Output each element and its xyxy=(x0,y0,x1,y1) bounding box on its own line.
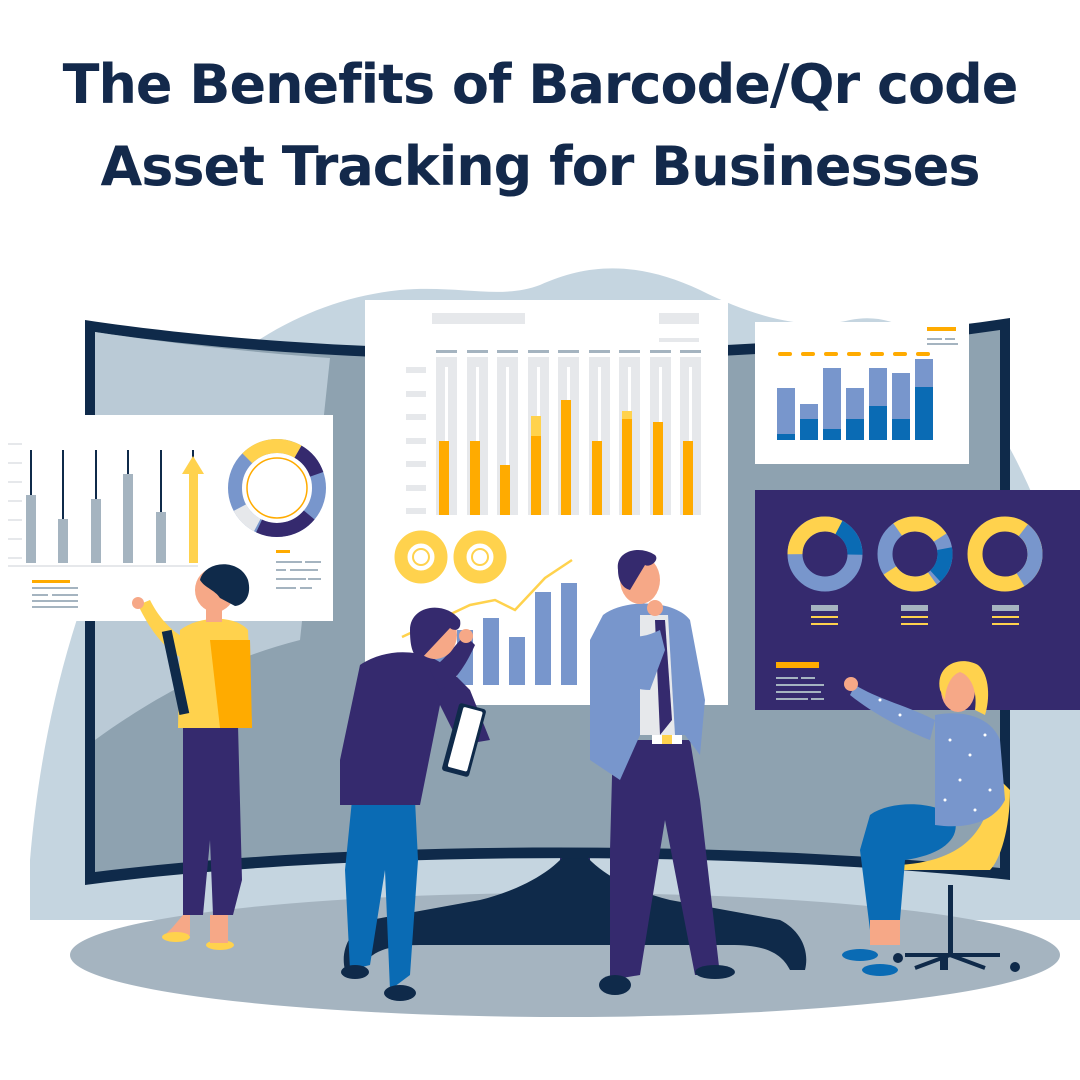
person-woman-yellow-top xyxy=(132,564,252,950)
chart-column-8 xyxy=(650,350,671,515)
donut-dashboard-panel xyxy=(755,490,1080,710)
floor-shadow xyxy=(70,893,1060,1017)
title-line-1: The Benefits of Barcode/Qr code xyxy=(62,53,1019,116)
person-man-navy-jacket xyxy=(340,607,490,1001)
donut-3 xyxy=(967,516,1043,592)
chart-column-9 xyxy=(680,350,701,515)
donut-2 xyxy=(877,516,953,592)
person-woman-seated xyxy=(842,661,1020,976)
chart-column-5 xyxy=(558,350,579,515)
chart-column-2 xyxy=(467,350,488,515)
donut-chart xyxy=(228,439,326,537)
chart-column-7 xyxy=(619,350,640,515)
chart-column-4 xyxy=(528,350,549,515)
chart-column-1 xyxy=(436,350,457,515)
candle-bars xyxy=(26,450,166,563)
page-title: The Benefits of Barcode/Qr code Asset Tr… xyxy=(0,44,1080,208)
stacked-bar-chart-panel xyxy=(755,322,969,464)
title-line-2: Asset Tracking for Businesses xyxy=(100,135,980,198)
office-chair xyxy=(893,775,1020,972)
yellow-ring-icons xyxy=(394,530,507,584)
donut-1 xyxy=(787,516,863,592)
up-arrow-icon xyxy=(182,450,204,563)
left-kpi-panel xyxy=(5,415,333,621)
person-man-blue-blazer xyxy=(590,550,735,995)
chart-column-3 xyxy=(497,350,518,515)
chart-column-6 xyxy=(589,350,610,515)
